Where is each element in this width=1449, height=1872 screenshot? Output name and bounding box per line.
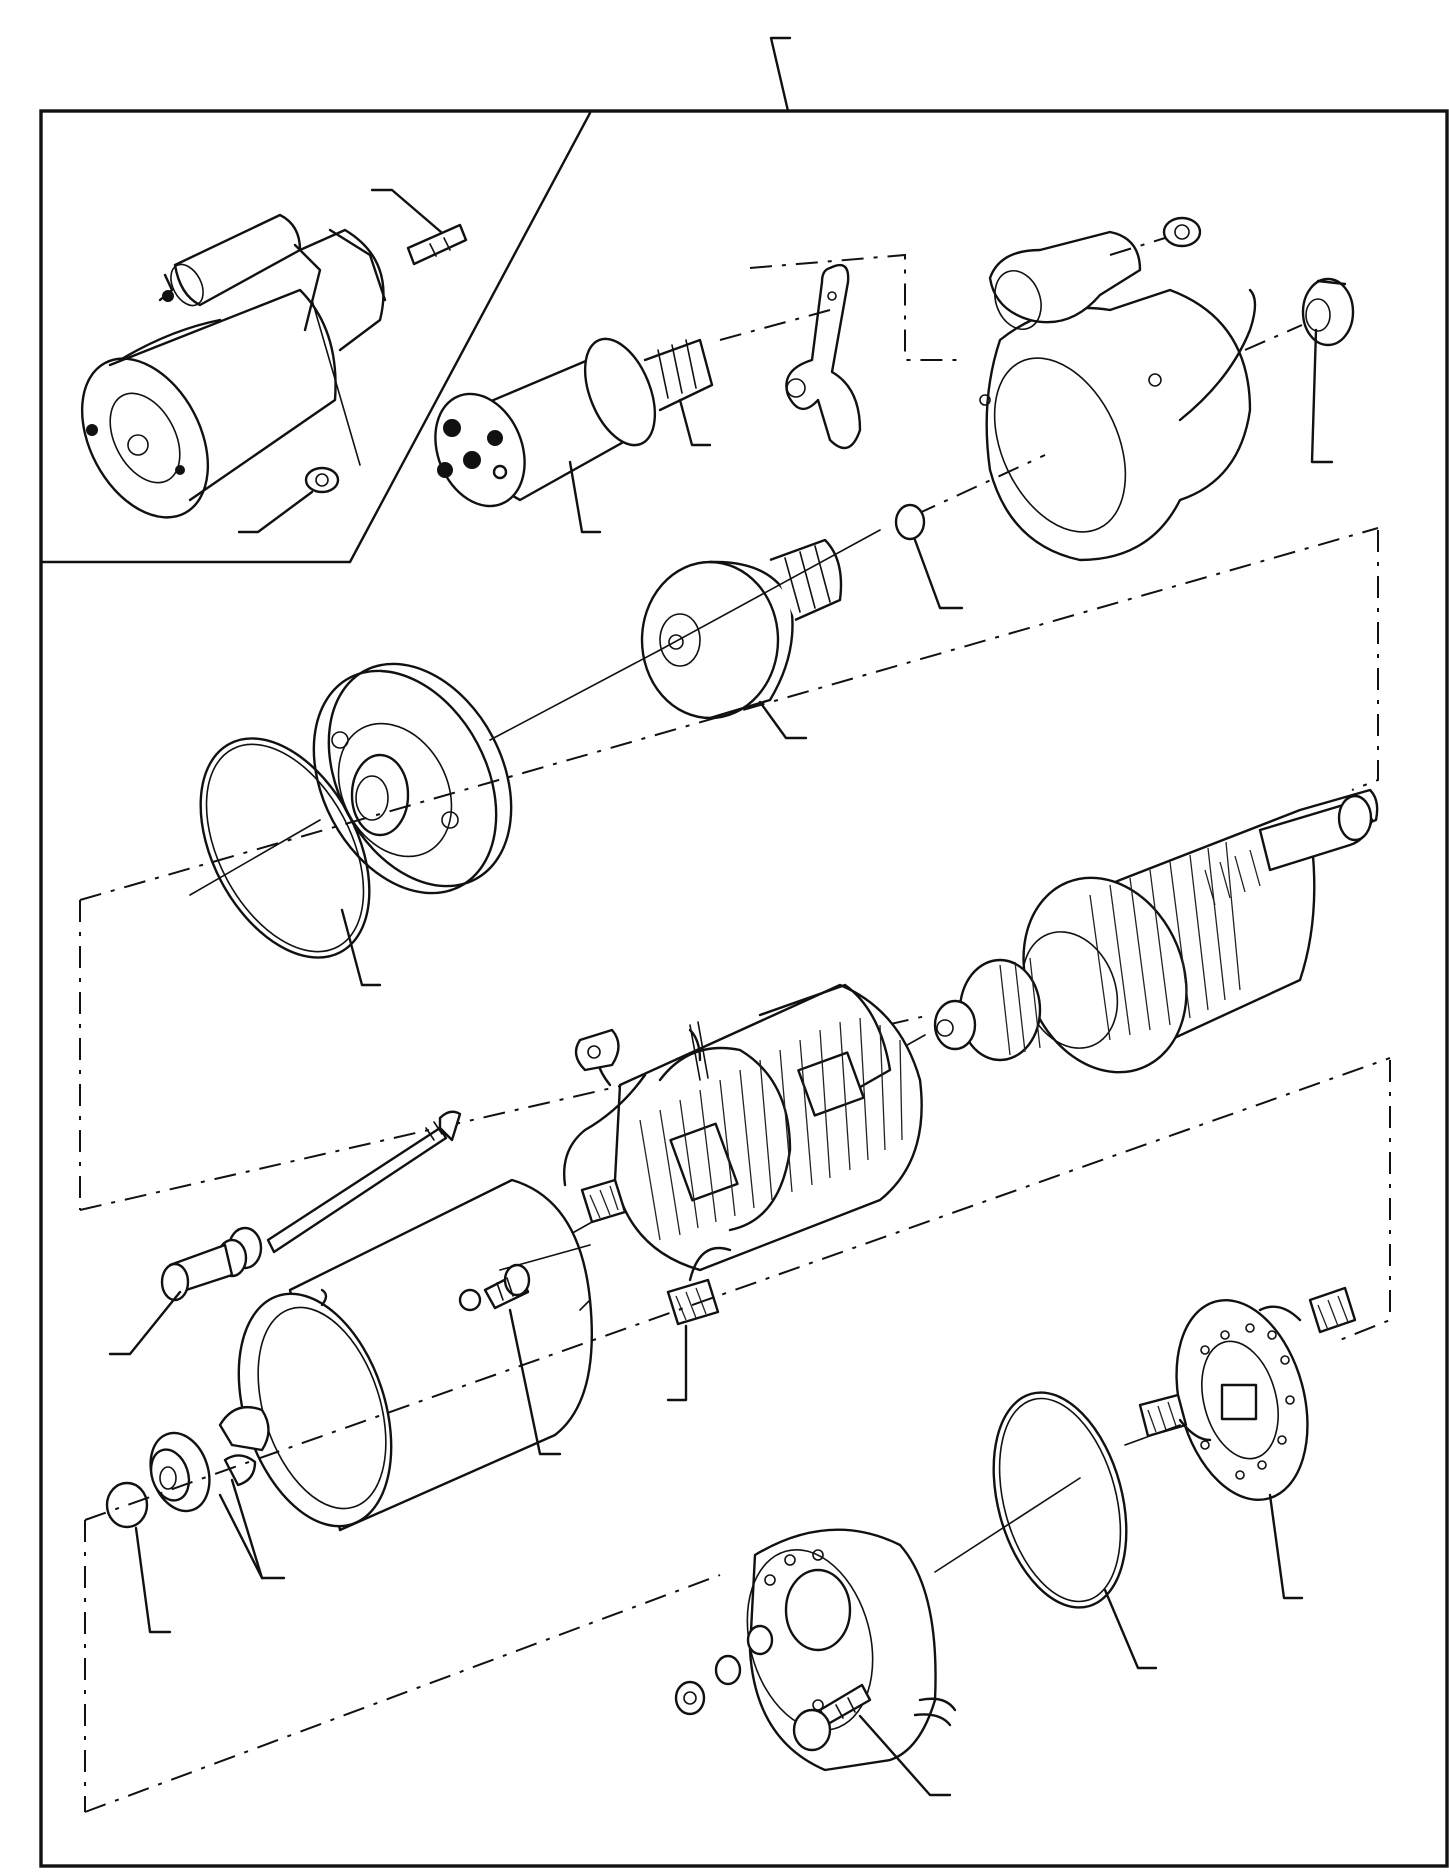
seal-ring-lower-axis: [934, 1477, 1081, 1573]
callout-through-bolt: [108, 1290, 182, 1356]
callout-bushing: [1310, 328, 1334, 464]
seal-ring-lower: [992, 1391, 1128, 1609]
inset-stud: [406, 223, 468, 266]
armature-centerlines: [79, 527, 1379, 1211]
armature: [933, 788, 1379, 1074]
field-brush-upper: [580, 1178, 627, 1224]
yoke-housing: [237, 1178, 593, 1532]
yoke-axis: [499, 1244, 591, 1271]
housing-nut: [1162, 216, 1202, 248]
outer-frame: [39, 109, 1449, 1868]
yoke-screw: [458, 1263, 531, 1312]
solenoid: [434, 337, 714, 508]
assembled-starter-drawing: [80, 213, 387, 519]
callout-end-cap-plug: [134, 1526, 172, 1634]
callout-brush-plate: [1268, 1493, 1304, 1600]
callout-plug: [913, 538, 964, 610]
cover-bolt: [792, 1683, 872, 1752]
callout-inset-nut: [237, 490, 314, 534]
callout-solenoid: [568, 460, 602, 534]
plug-cap: [894, 503, 926, 541]
plate-axis: [489, 649, 661, 741]
field-coils: [563, 983, 923, 1272]
inset-panel: [39, 111, 592, 564]
commutator-end-cover: [674, 1528, 957, 1772]
callout-shims: [218, 1478, 286, 1580]
callout-inset-stud: [370, 188, 443, 234]
callout-seal-ring-lower: [1103, 1588, 1158, 1670]
callout-field-brush: [666, 1324, 688, 1402]
pinion-drive: [640, 538, 843, 720]
brush-plate-axis: [1124, 1424, 1181, 1446]
callout-pinion: [758, 700, 808, 740]
housing-centerlines: [719, 237, 1303, 516]
callout-cover-bolt: [858, 1714, 952, 1797]
bushing: [1301, 277, 1355, 347]
seal-axis: [189, 819, 321, 896]
callout-seal-ring-upper: [340, 908, 382, 987]
callout-solenoid-plunger: [678, 398, 712, 447]
drive-end-housing: [979, 230, 1257, 562]
callout-assembly: [769, 36, 792, 113]
intermediate-plate: [312, 662, 513, 895]
brush-plate: [1138, 1286, 1357, 1502]
seal-ring-upper: [199, 737, 371, 959]
shim-set: [149, 1405, 270, 1513]
through-bolt: [160, 1110, 462, 1302]
field-brush-lower: [666, 1246, 732, 1326]
shift-fork-lever: [785, 263, 862, 450]
end-cap-plug: [105, 1481, 149, 1529]
pinion-axis: [659, 529, 881, 651]
lower-centerlines: [84, 1057, 1391, 1813]
callout-yoke-screw: [508, 1308, 562, 1456]
